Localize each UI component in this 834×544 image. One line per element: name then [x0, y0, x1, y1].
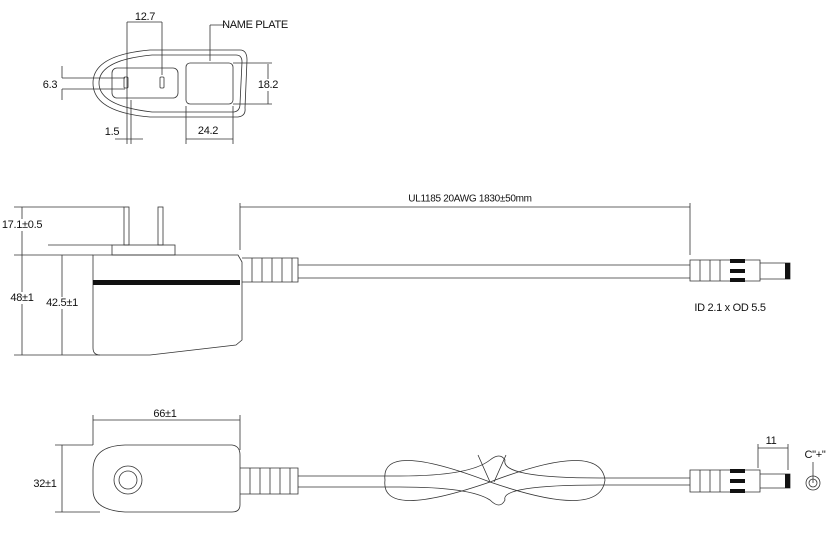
dim-plate-height: 18.2 — [257, 79, 279, 91]
dim-plug: 11 — [765, 435, 777, 447]
dim-total-height: 48±1 — [10, 292, 34, 304]
top-view — [61, 21, 272, 144]
dim-width: 32±1 — [33, 478, 57, 490]
dim-plate-width: 24.2 — [197, 125, 219, 137]
cable-spec: UL1185 20AWG 1830±50mm — [408, 193, 532, 205]
dim-length: 66±1 — [153, 408, 177, 420]
side-view — [14, 203, 791, 356]
dim-pin-width: 1.5 — [104, 126, 120, 138]
dim-pin-spacing: 12.7 — [134, 11, 156, 23]
name-plate-label: NAME PLATE — [222, 19, 288, 31]
dim-body-height: 42.5±1 — [46, 297, 78, 309]
dim-pin-height: 6.3 — [42, 79, 58, 91]
dim-pin-length: 17.1±0.5 — [1, 219, 43, 231]
plug-spec: ID 2.1 x OD 5.5 — [694, 302, 766, 314]
bottom-view — [55, 415, 821, 513]
polarity-label: C"+" — [804, 449, 826, 461]
